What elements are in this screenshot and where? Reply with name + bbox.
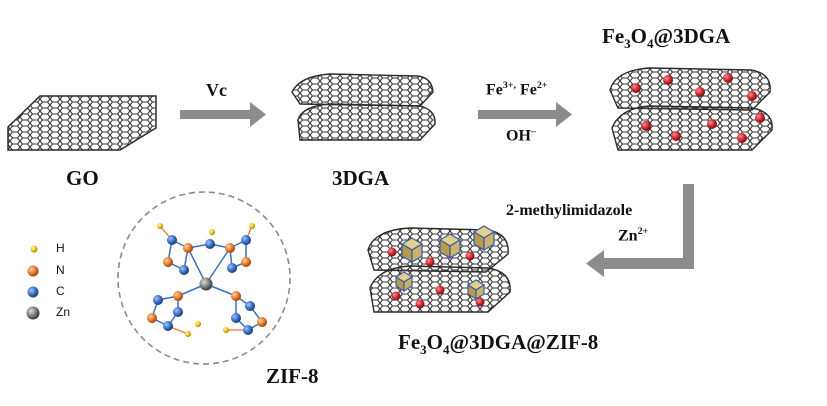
fe3o4-3dga-zif8-structure [367,225,511,313]
zif8-crystals [394,225,496,301]
zif8-atoms [147,223,267,337]
reagent-2-methylimidazole: 2-methylimidazole [506,202,633,219]
fe3o4-nanoparticles-2 [387,247,485,309]
legend-label-zn: Zn [56,305,71,319]
legend [26,245,40,320]
arrow-step3 [586,184,694,277]
zif8-structure-inset [117,191,291,365]
reagent-zinc-ion: Zn2+ [618,226,649,245]
label-fe3o4-3dga-zif8: Fe3O4@3DGA@ZIF-8 [398,330,599,358]
fe3o4-3dga-structure [609,67,773,151]
h-atom-icon [30,245,38,253]
label-3dga: 3DGA [332,166,390,190]
reagent-fe-ions: Fe3+, Fe2+ [486,80,548,99]
zif8-cube-icon [466,279,486,301]
c-atom-icon [27,286,39,298]
go-graphene-sheet [7,95,157,151]
arrow-step1 [180,102,266,127]
label-go: GO [66,166,99,190]
zif8-cube-icon [438,233,462,260]
legend-label-h: H [56,241,65,255]
n-atom-icon [27,265,39,277]
zif8-cube-icon [394,271,414,293]
fe3o4-nanoparticles [631,73,765,143]
zn-atom-icon [26,306,40,320]
legend-label-n: N [56,263,65,277]
3dga-graphene-stack [291,73,436,141]
arrow-step2 [478,102,572,127]
reagent-hydroxide: OH– [506,126,536,145]
legend-label-c: C [56,284,65,298]
zif8-cube-icon [400,237,424,264]
label-zif8: ZIF-8 [266,364,319,388]
label-fe3o4-3dga: Fe3O4@3DGA [602,24,731,52]
reagent-vc: Vc [206,80,227,100]
zif8-cube-icon [472,225,496,252]
